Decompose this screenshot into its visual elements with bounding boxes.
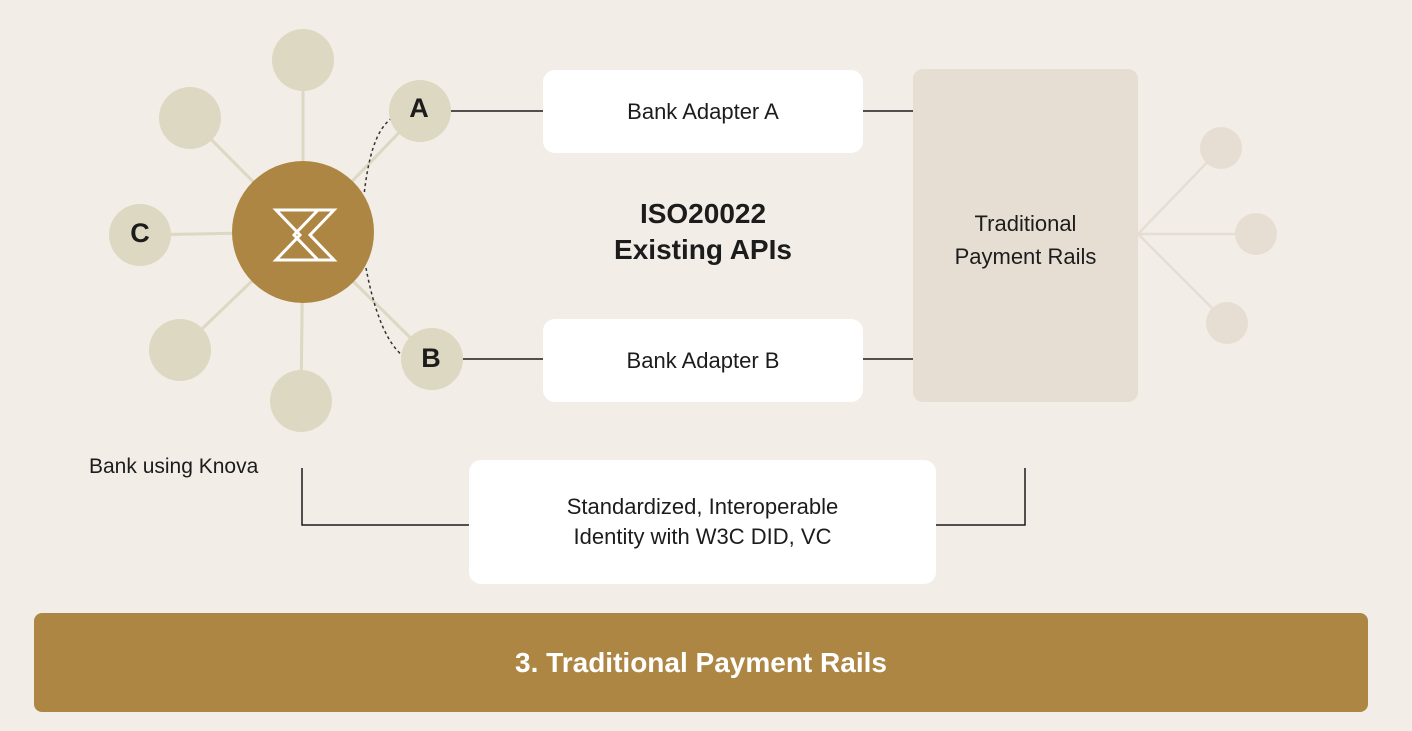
rails-node-bottom bbox=[1206, 302, 1248, 344]
protocol-label: ISO20022 Existing APIs bbox=[580, 196, 826, 269]
node-label-c: C bbox=[130, 218, 150, 248]
node-a-circle bbox=[389, 80, 451, 142]
node-label-a: A bbox=[409, 93, 429, 123]
rails-node-top bbox=[1200, 127, 1242, 169]
traditional-payment-rails-box: Traditional Payment Rails bbox=[913, 69, 1138, 402]
protocol-line-2: Existing APIs bbox=[614, 234, 792, 266]
identity-bracket-right bbox=[936, 468, 1026, 526]
satellite-node-lower-left bbox=[149, 319, 211, 381]
protocol-line-1: ISO20022 bbox=[639, 198, 767, 229]
satellite-node-bottom bbox=[270, 370, 332, 432]
connectors bbox=[301, 110, 1026, 526]
identity-box: Standardized, Interoperable Identity wit… bbox=[469, 460, 936, 584]
bank-adapter-b-label: Bank Adapter B bbox=[626, 347, 780, 373]
node-b-circle bbox=[401, 328, 463, 390]
knova-logo-icon bbox=[272, 208, 338, 262]
identity-bracket-left bbox=[301, 468, 469, 526]
rails-network-nodes bbox=[1200, 127, 1277, 344]
bank-adapter-a-label: Bank Adapter A bbox=[627, 98, 779, 124]
bank-adapter-a-box: Bank Adapter A bbox=[543, 70, 863, 153]
knova-hub bbox=[232, 161, 374, 303]
section-title: 3. Traditional Payment Rails bbox=[515, 646, 887, 678]
bank-adapter-b-box: Bank Adapter B bbox=[543, 319, 863, 402]
node-c-circle bbox=[109, 204, 171, 266]
dotted-arc-a bbox=[363, 117, 393, 196]
identity-line-1: Standardized, Interoperable bbox=[566, 494, 839, 520]
rails-line-1: Traditional bbox=[974, 211, 1077, 236]
rails-line-2: Payment Rails bbox=[954, 244, 1097, 269]
rails-node-middle bbox=[1235, 213, 1277, 255]
node-label-b: B bbox=[421, 343, 441, 373]
bank-using-knova-label: Bank using Knova bbox=[89, 455, 259, 478]
identity-line-2: Identity with W3C DID, VC bbox=[573, 524, 832, 549]
satellite-nodes bbox=[109, 29, 463, 432]
section-title-banner: 3. Traditional Payment Rails bbox=[34, 613, 1368, 712]
satellite-node-upper-left bbox=[159, 87, 221, 149]
satellite-node-top bbox=[272, 29, 334, 91]
